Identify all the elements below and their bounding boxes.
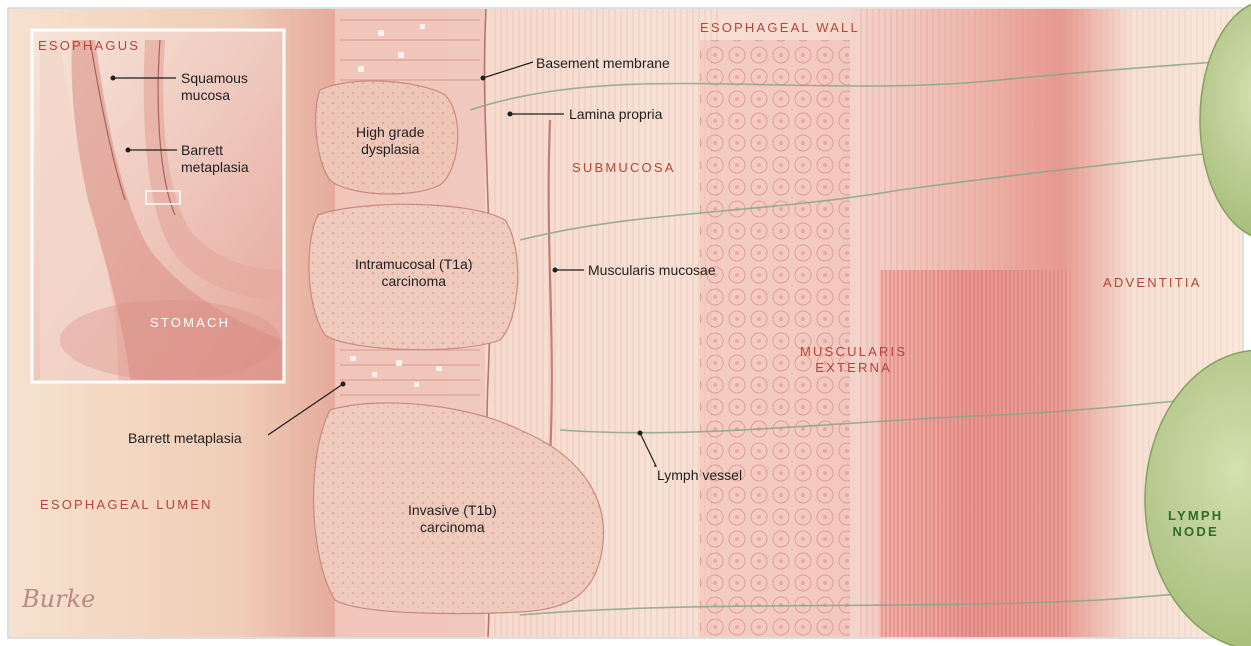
artist-signature: Burke <box>22 585 95 613</box>
lymph-vessel-label: Lymph vessel <box>657 467 742 484</box>
muscularis-externa-label: MUSCULARIS EXTERNA <box>800 344 907 376</box>
squamous-mucosa-label: Squamous mucosa <box>181 70 248 104</box>
adventitia-label: ADVENTITIA <box>1103 275 1202 291</box>
basement-membrane-label: Basement membrane <box>536 55 670 72</box>
lymph-node-label: LYMPH NODE <box>1168 508 1223 540</box>
muscularis-mucosae-label: Muscularis mucosae <box>588 262 716 279</box>
barrett-metaplasia-label: Barrett metaplasia <box>128 430 242 447</box>
lamina-propria-label: Lamina propria <box>569 106 662 123</box>
esophageal-wall-label: ESOPHAGEAL WALL <box>700 20 860 36</box>
intramucosal-carcinoma-label: Intramucosal (T1a) carcinoma <box>355 256 472 290</box>
invasive-carcinoma-label: Invasive (T1b) carcinoma <box>408 502 497 536</box>
inset-barrett-metaplasia-label: Barrett metaplasia <box>181 142 249 176</box>
submucosa-label: SUBMUCOSA <box>572 160 676 176</box>
stomach-label: STOMACH <box>150 315 230 331</box>
high-grade-dysplasia-label: High grade dysplasia <box>356 124 425 158</box>
esophageal-lumen-label: ESOPHAGEAL LUMEN <box>40 497 213 513</box>
inset-esophagus-label: ESOPHAGUS <box>38 38 140 54</box>
